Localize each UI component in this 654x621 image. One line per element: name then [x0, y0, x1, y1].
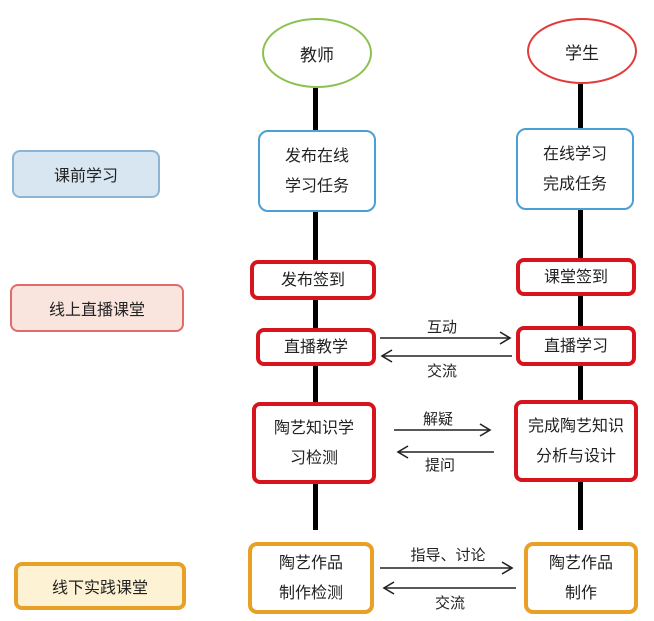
stage-pre-class: 课前学习	[12, 150, 160, 198]
stage-offline-practice: 线下实践课堂	[14, 562, 186, 610]
student-analysis: 完成陶艺知识 分析与设计	[514, 400, 638, 482]
teacher-spine	[313, 88, 318, 530]
student-complete-task: 在线学习 完成任务	[516, 128, 634, 210]
student-checkin: 课堂签到	[516, 258, 636, 296]
student-live: 直播学习	[516, 326, 636, 366]
student-spine	[578, 84, 583, 530]
label-question: 提问	[424, 456, 455, 474]
stage-online-live: 线上直播课堂	[10, 284, 184, 332]
teacher-live: 直播教学	[256, 328, 376, 366]
label-guidance: 指导、讨论	[410, 546, 486, 564]
label-exchange-1: 交流	[426, 362, 457, 380]
label-answer: 解疑	[422, 410, 453, 428]
teacher-node: 教师	[262, 18, 372, 88]
student-works: 陶艺作品 制作	[524, 542, 638, 614]
student-node: 学生	[527, 18, 637, 84]
teacher-works-check: 陶艺作品 制作检测	[248, 542, 374, 614]
label-interaction: 互动	[426, 318, 457, 336]
teacher-checkin: 发布签到	[250, 260, 376, 300]
teacher-publish-task: 发布在线 学习任务	[258, 130, 376, 212]
teacher-test: 陶艺知识学 习检测	[252, 402, 376, 484]
label-exchange-2: 交流	[434, 594, 465, 612]
